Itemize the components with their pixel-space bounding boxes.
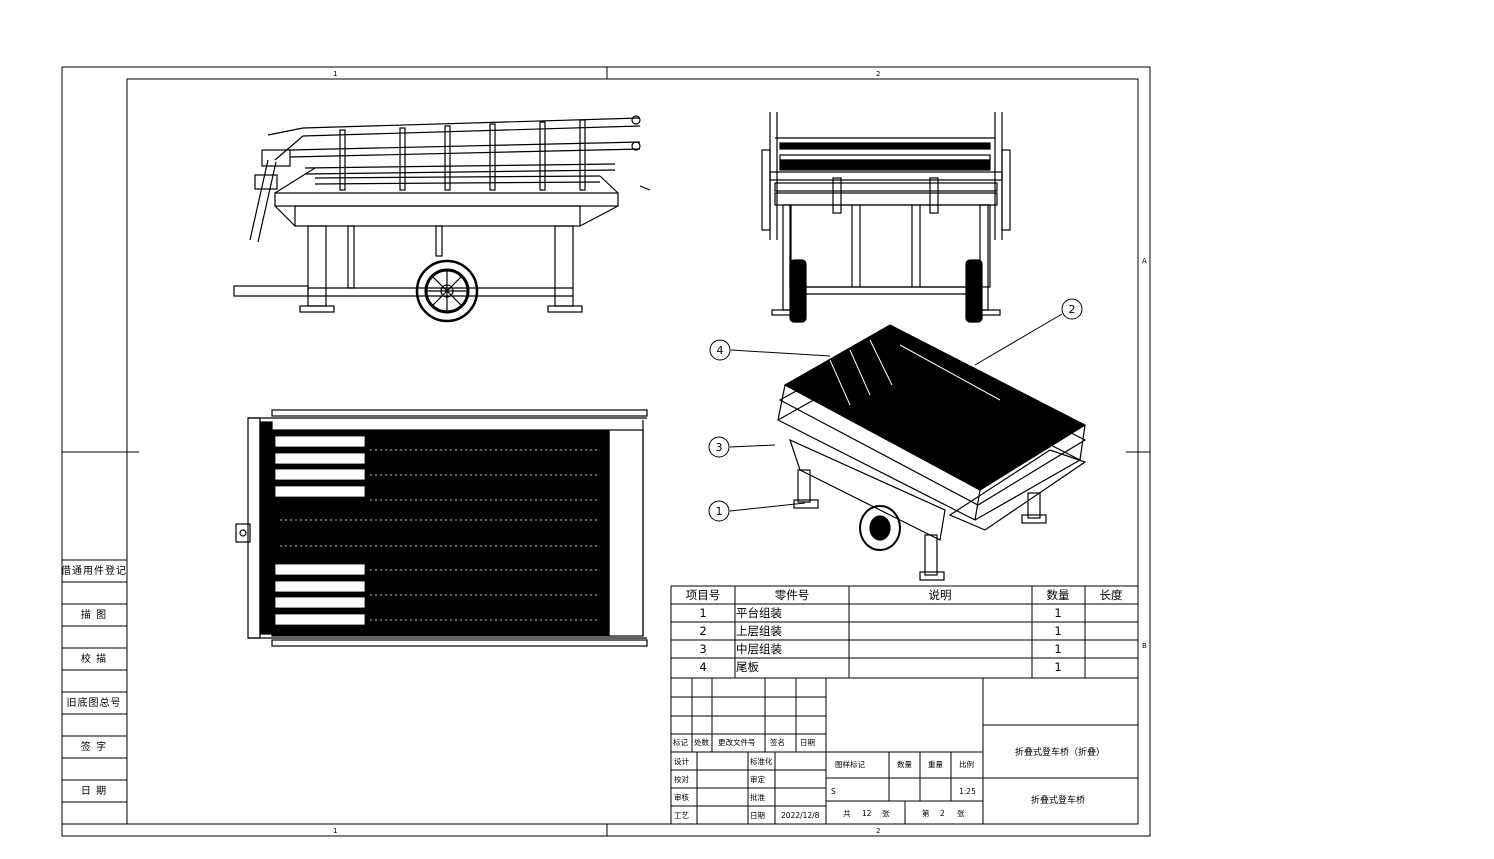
- sheet-total-value: 12: [862, 809, 872, 818]
- side-block: [61, 559, 128, 825]
- role-authorize: 批准: [750, 792, 765, 802]
- stage-mark-value: S: [831, 787, 836, 796]
- table-row: 4 尾板 1: [699, 660, 1061, 674]
- zone-label-right-a: A: [1142, 257, 1147, 265]
- stage-header-weight: 重量: [928, 760, 943, 769]
- drawing-date: 2022/12/8: [781, 811, 820, 820]
- stage-header-mark: 图样标记: [835, 759, 865, 769]
- balloon-3-label: 3: [716, 441, 723, 454]
- top-view: [235, 409, 648, 647]
- sheet-total-label: 共: [843, 809, 851, 818]
- table-row: 2 上层组装 1: [699, 624, 1061, 638]
- role-design: 设计: [674, 756, 689, 766]
- rev-header-date: 日期: [800, 738, 815, 747]
- role-approve: 审定: [750, 774, 765, 784]
- role-review: 审核: [674, 792, 689, 802]
- rev-header-doc: 更改文件号: [718, 737, 756, 747]
- table-row: 1 平台组装 1: [699, 606, 1061, 620]
- role-standard: 标准化: [750, 756, 773, 766]
- sheet-no-value: 2: [940, 809, 945, 818]
- table-row: 3 中层组装 1: [699, 642, 1061, 656]
- side-label-check-trace: 校 描: [81, 652, 107, 665]
- side-label-signature: 签 字: [81, 740, 107, 753]
- end-view: [761, 112, 1011, 323]
- bom-row-2-qty: 1: [1054, 624, 1061, 638]
- stage-header-scale: 比例: [959, 759, 974, 769]
- zone-label-top-1: 1: [333, 70, 337, 78]
- zone-label-bottom-1: 1: [333, 827, 337, 835]
- side-label-trace: 描 图: [81, 608, 107, 621]
- role-date-label: 日期: [750, 811, 765, 820]
- balloon-4-label: 4: [717, 344, 724, 357]
- title-block: [670, 677, 1139, 825]
- bom-row-3-part: 中层组装: [736, 642, 782, 656]
- balloon-2-label: 2: [1069, 303, 1076, 316]
- sheet-no-label: 第: [922, 808, 930, 818]
- isometric-view: [776, 324, 1087, 581]
- balloon-1: 1: [708, 500, 730, 522]
- bom-row-1-part: 平台组装: [736, 606, 782, 620]
- bom-header-part: 零件号: [775, 588, 810, 602]
- sheet-total-unit: 张: [882, 809, 890, 818]
- bom-header-desc: 说明: [929, 588, 952, 602]
- role-check: 校对: [674, 774, 689, 784]
- side-view: [233, 115, 651, 323]
- bom-row-1-item: 1: [699, 606, 706, 620]
- zone-label-top-2: 2: [876, 70, 880, 78]
- rev-header-mark: 标记: [673, 737, 688, 747]
- side-label-date: 日 期: [81, 785, 107, 797]
- balloon-4: 4: [709, 339, 731, 361]
- bom-row-3-item: 3: [699, 642, 706, 656]
- bom-row-4-part: 尾板: [736, 660, 759, 674]
- sheet-no-unit: 张: [957, 809, 965, 818]
- side-label-old-number: 旧底图总号: [67, 696, 122, 709]
- bom-row-2-item: 2: [699, 624, 706, 638]
- balloon-2: 2: [1061, 298, 1083, 320]
- bom-row-3-qty: 1: [1054, 642, 1061, 656]
- stage-header-qty: 数量: [897, 759, 912, 769]
- drawing-name: 折叠式登车桥: [1031, 794, 1085, 806]
- bom-row-1-qty: 1: [1054, 606, 1061, 620]
- role-process: 工艺: [674, 811, 689, 820]
- bom-header-item: 项目号: [686, 588, 721, 602]
- balloon-3: 3: [708, 436, 730, 458]
- bom-row-4-qty: 1: [1054, 660, 1061, 674]
- bom-header-qty: 数量: [1047, 588, 1070, 602]
- zone-markers: [62, 67, 1150, 836]
- side-label-borrow: 借通用件登记: [61, 564, 127, 577]
- zone-label-bottom-2: 2: [876, 827, 880, 835]
- bom-header-length: 长度: [1100, 588, 1123, 602]
- scale-value: 1:25: [959, 787, 976, 796]
- balloon-1-label: 1: [716, 505, 723, 518]
- rev-header-count: 处数: [694, 737, 709, 747]
- drawing-title: 折叠式登车桥（折叠）: [1015, 746, 1105, 758]
- bom-row-4-item: 4: [699, 660, 706, 674]
- rev-header-sign: 签名: [770, 737, 785, 747]
- balloon-group: [729, 313, 1063, 512]
- zone-label-right-b: B: [1142, 642, 1147, 650]
- bom-row-2-part: 上层组装: [736, 624, 782, 638]
